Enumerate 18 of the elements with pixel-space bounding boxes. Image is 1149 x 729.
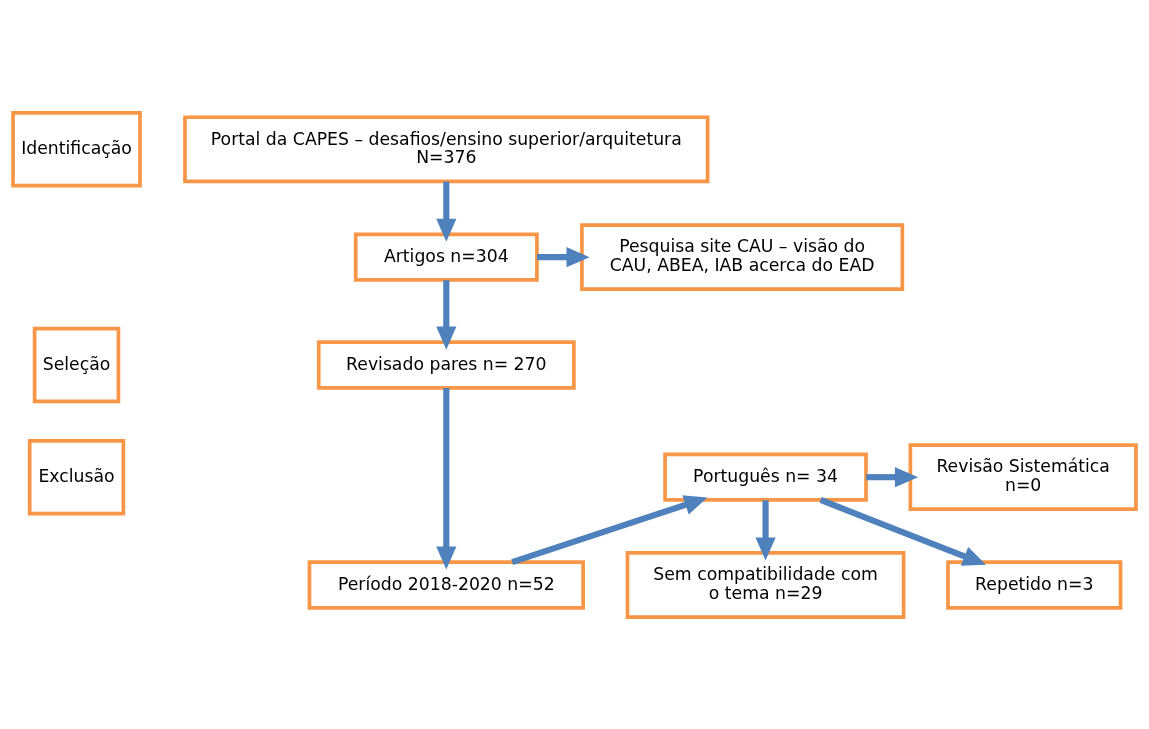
arrow bbox=[755, 499, 776, 560]
node-box: Sem compatibilidade com o tema n=29 bbox=[625, 550, 906, 619]
node-box: Artigos n=304 bbox=[353, 232, 539, 282]
node-box: Portal da CAPES – desafios/ensino superior/arquitetura N=376 bbox=[183, 114, 710, 183]
node-box: Seleção bbox=[32, 326, 121, 403]
node-box: Identificação bbox=[11, 110, 142, 187]
node-box: Revisado pares n= 270 bbox=[316, 339, 576, 390]
node-box: Pesquisa site CAU – visão do CAU, ABEA, IAB acerca do EAD bbox=[580, 222, 905, 291]
arrow bbox=[819, 496, 986, 566]
arrow bbox=[511, 494, 708, 565]
node-box: Português n= 34 bbox=[663, 452, 868, 502]
node-box: Revisão Sistemática n=0 bbox=[908, 442, 1138, 511]
arrow bbox=[436, 279, 457, 350]
node-box: Repetido n=3 bbox=[946, 559, 1123, 610]
node-box: Exclusão bbox=[27, 438, 126, 515]
node-box: Período 2018-2020 n=52 bbox=[307, 559, 585, 610]
arrow bbox=[866, 466, 919, 487]
arrow bbox=[436, 387, 457, 570]
